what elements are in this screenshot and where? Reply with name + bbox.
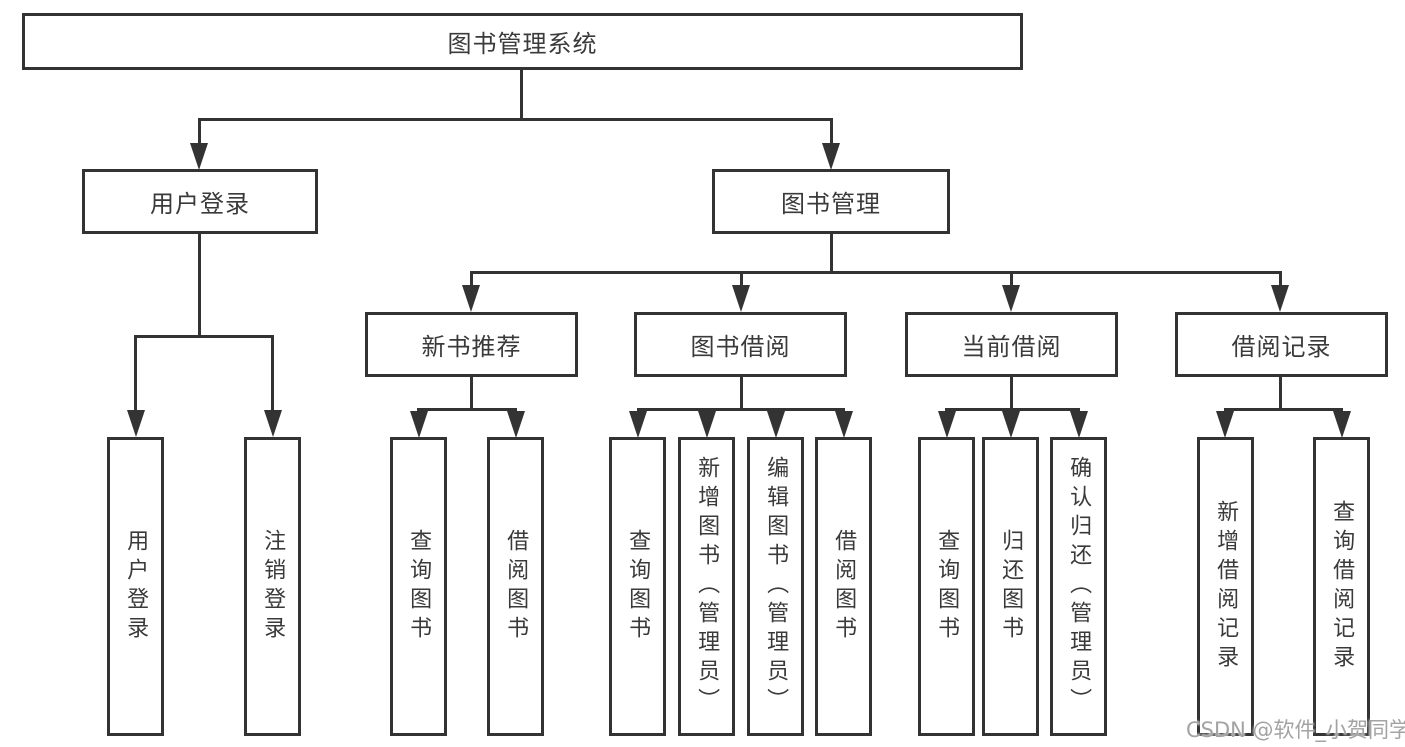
arrow-down-icon xyxy=(462,285,480,312)
arrow-down-icon xyxy=(732,285,750,312)
leaf-borrow-books-recommend: 借阅图书 xyxy=(487,437,544,736)
edge-line xyxy=(945,408,1080,411)
edge-line xyxy=(830,118,833,145)
leaf-confirm-return-admin: 确认归还（管理员） xyxy=(1050,437,1107,736)
leaf-add-borrow-record: 新增借阅记录 xyxy=(1197,437,1254,736)
edge-line xyxy=(198,118,833,121)
arrow-down-icon xyxy=(410,411,428,438)
leaf-borrow-books-borrowing: 借阅图书 xyxy=(815,437,872,736)
edge-line xyxy=(1224,408,1343,411)
leaf-user-login: 用户登录 xyxy=(107,437,164,736)
edge-line xyxy=(740,377,743,410)
edge-line xyxy=(470,271,1281,274)
arrow-down-icon xyxy=(835,411,853,438)
leaf-label: 用户登录 xyxy=(123,528,149,645)
edge-line xyxy=(134,335,137,412)
leaf-label: 查询图书 xyxy=(406,528,432,645)
edge-line xyxy=(1010,271,1013,287)
leaf-query-borrow-record: 查询借阅记录 xyxy=(1313,437,1370,736)
arrow-down-icon xyxy=(822,143,840,170)
arrow-down-icon xyxy=(1070,411,1088,438)
leaf-label: 查询图书 xyxy=(625,528,651,645)
edge-line xyxy=(740,271,743,287)
arrow-down-icon xyxy=(629,411,647,438)
leaf-label: 归还图书 xyxy=(998,528,1024,645)
leaf-edit-books-admin: 编辑图书（管理员） xyxy=(747,437,804,736)
node-user-login: 用户登录 xyxy=(82,169,318,234)
edge-line xyxy=(1279,271,1282,287)
node-book-borrowing: 图书借阅 xyxy=(634,312,847,377)
arrow-down-icon xyxy=(507,411,525,438)
leaf-label: 借阅图书 xyxy=(503,528,529,645)
leaf-label: 查询图书 xyxy=(934,528,960,645)
arrow-down-icon xyxy=(698,411,716,438)
node-current-borrowing: 当前借阅 xyxy=(905,312,1118,377)
edge-line xyxy=(470,377,473,410)
edge-line xyxy=(1010,377,1013,410)
leaf-logout: 注销登录 xyxy=(244,437,301,736)
leaf-label: 借阅图书 xyxy=(831,528,857,645)
arrow-down-icon xyxy=(1333,411,1351,438)
leaf-label: 注销登录 xyxy=(260,528,286,645)
leaf-add-books-admin: 新增图书（管理员） xyxy=(678,437,735,736)
arrow-down-icon xyxy=(1002,411,1020,438)
leaf-return-books: 归还图书 xyxy=(982,437,1039,736)
arrow-down-icon xyxy=(264,410,282,437)
edge-line xyxy=(830,234,833,273)
edge-line xyxy=(198,234,201,336)
leaf-label: 新增图书（管理员） xyxy=(694,456,720,717)
edge-line xyxy=(1279,377,1282,410)
node-new-book-recommend: 新书推荐 xyxy=(365,312,578,377)
arrow-down-icon xyxy=(127,410,145,437)
edge-line xyxy=(198,118,201,145)
edge-line xyxy=(520,70,523,118)
edge-line xyxy=(134,335,274,338)
leaf-label: 新增借阅记录 xyxy=(1213,499,1239,674)
node-borrowing-records: 借阅记录 xyxy=(1175,312,1388,377)
leaf-label: 确认归还（管理员） xyxy=(1066,456,1092,717)
arrow-down-icon xyxy=(1271,285,1289,312)
node-book-management: 图书管理 xyxy=(712,169,950,234)
leaf-query-books-borrowing: 查询图书 xyxy=(609,437,666,736)
edge-line xyxy=(637,408,845,411)
leaf-label: 编辑图书（管理员） xyxy=(763,456,789,717)
leaf-label: 查询借阅记录 xyxy=(1329,499,1355,674)
node-root-library-system: 图书管理系统 xyxy=(22,13,1023,70)
arrow-down-icon xyxy=(1216,411,1234,438)
edge-line xyxy=(417,408,517,411)
leaf-query-books-current: 查询图书 xyxy=(918,437,975,736)
arrow-down-icon xyxy=(938,411,956,438)
leaf-query-books-recommend: 查询图书 xyxy=(390,437,447,736)
arrow-down-icon xyxy=(1002,285,1020,312)
edge-line xyxy=(470,271,473,287)
arrow-down-icon xyxy=(767,411,785,438)
arrow-down-icon xyxy=(190,143,208,170)
edge-line xyxy=(271,335,274,412)
csdn-watermark: CSDN @软件_小贺同学 xyxy=(1186,718,1405,742)
